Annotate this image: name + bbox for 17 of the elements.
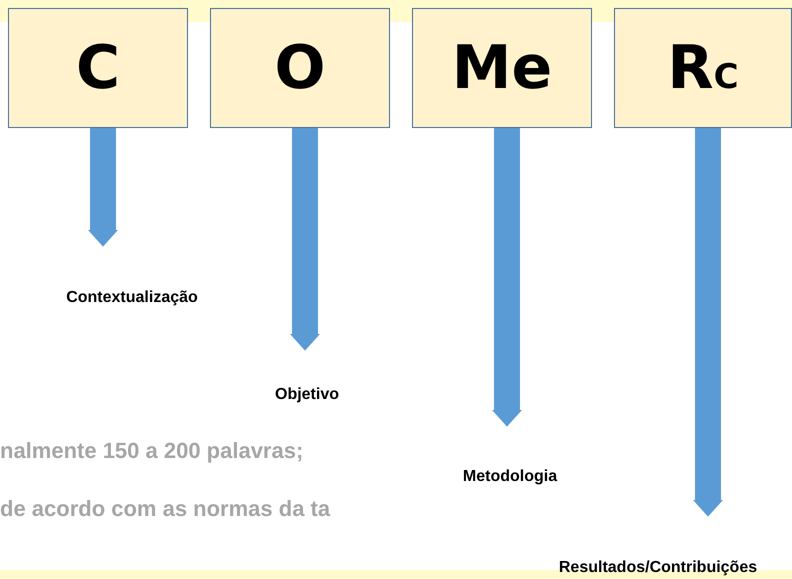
letter-card	[614, 8, 792, 128]
down-arrow	[693, 128, 723, 517]
acronym-letter: C	[76, 38, 120, 98]
letter-card	[8, 8, 188, 128]
section-term: Contextualização	[66, 289, 198, 307]
section-term: Metodologia	[462, 468, 558, 486]
down-arrow	[290, 128, 320, 351]
down-arrow	[492, 128, 522, 427]
section-term: Resultados/Contribuições	[558, 559, 758, 577]
letter-card	[210, 8, 390, 128]
note-text: nalmente 150 a 200 palavras;	[0, 438, 304, 463]
acronym-letter: Me	[452, 38, 552, 98]
down-arrow	[88, 128, 118, 247]
letter-card	[412, 8, 592, 128]
note-text: de acordo com as normas da ta	[0, 496, 332, 521]
acronym-letter: O	[274, 38, 326, 98]
section-term: Objetivo	[275, 386, 339, 404]
